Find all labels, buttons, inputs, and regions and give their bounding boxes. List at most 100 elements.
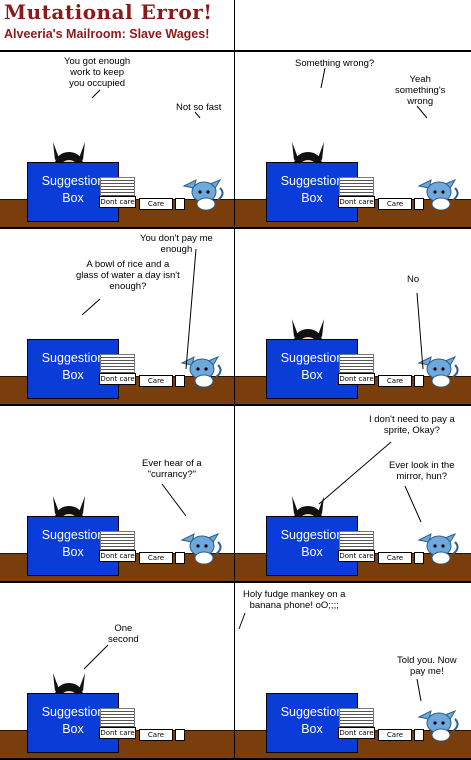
speech-text-2: Not so fast [176, 102, 221, 113]
speech-line: No [407, 274, 420, 285]
speech-line: Holy fudge mankey on a [243, 589, 346, 600]
speech-tail [83, 644, 109, 670]
suggestion-box-label: Suggestion [280, 705, 344, 719]
speech-line: Told you. Now [397, 655, 457, 666]
speech-line: work to keep [70, 67, 125, 78]
suggestion-box-label: Box [62, 722, 84, 736]
speech-tail [161, 483, 187, 517]
comic-subtitle: Alveeria's Mailroom: Slave Wages! [4, 27, 210, 41]
suggestion-box-label: Box [301, 722, 323, 736]
speech-tail [238, 612, 246, 630]
blank-button [175, 375, 185, 387]
speech-line: something's [395, 85, 446, 96]
vent-grille [339, 708, 374, 728]
speech-tail [416, 678, 422, 702]
speech-tail [81, 298, 101, 316]
vent-grille [339, 531, 374, 551]
blank-button [175, 552, 185, 564]
care-button: Care [378, 552, 412, 564]
speech-line: wrong [407, 96, 434, 107]
care-button: Care [139, 729, 173, 741]
care-button: Care [139, 198, 173, 210]
speech-line: sprite, Okay? [383, 425, 440, 436]
speech-line: A bowl of rice and a [86, 259, 170, 270]
suggestion-box-label: Box [62, 191, 84, 205]
vent-grille [100, 354, 135, 374]
character-cat [178, 351, 224, 391]
suggestion-box-label: Suggestion [41, 351, 105, 365]
speech-line: "currancy?" [147, 469, 197, 480]
blank-button [414, 552, 424, 564]
speech-line: you occupied [69, 78, 126, 89]
suggestion-box-label: Box [301, 545, 323, 559]
character-cat [180, 174, 226, 214]
character-cat [415, 351, 461, 391]
speech-line: I don't need to pay a [369, 414, 455, 425]
suggestion-box-label: Suggestion [280, 174, 344, 188]
dont-care-button: Dont care [338, 196, 375, 208]
speech-line: second [108, 634, 139, 645]
vent-grille [339, 177, 374, 197]
speech-line: glass of water a day isn't [76, 270, 180, 281]
suggestion-box-label: Suggestion [41, 174, 105, 188]
speech-line: enough [160, 244, 193, 255]
character-cat [415, 174, 461, 214]
suggestion-box-label: Suggestion [41, 528, 105, 542]
character-cat [178, 528, 224, 568]
comic-header: Mutational Error! Alveeria's Mailroom: S… [0, 0, 235, 52]
dont-care-button: Dont care [99, 196, 136, 208]
speech-text-2: Ever hear of a"currancy?" [142, 458, 202, 480]
blank-button [175, 729, 185, 741]
speech-line: Something wrong? [295, 58, 375, 69]
header-blank [235, 0, 471, 52]
speech-line: banana phone! oO;;;; [249, 600, 339, 611]
speech-tail [91, 89, 101, 99]
dont-care-button: Dont care [338, 550, 375, 562]
care-button: Care [378, 729, 412, 741]
care-button: Care [139, 552, 173, 564]
vent-grille [100, 177, 135, 197]
suggestion-box-label: Box [301, 368, 323, 382]
comic-title: Mutational Error! [4, 0, 213, 24]
dont-care-button: Dont care [99, 550, 136, 562]
speech-tail [320, 67, 326, 89]
speech-tail [416, 105, 428, 119]
speech-line: You got enough [64, 56, 131, 67]
speech-line: Ever look in the [389, 460, 455, 471]
vent-grille [100, 708, 135, 728]
speech-tail [404, 485, 422, 523]
suggestion-box-label: Suggestion [280, 528, 344, 542]
speech-line: You don't pay me [140, 233, 213, 244]
suggestion-box-label: Box [301, 191, 323, 205]
dont-care-button: Dont care [99, 727, 136, 739]
speech-text-2: No [407, 274, 419, 285]
character-cat [415, 528, 461, 568]
speech-line: Yeah [409, 74, 431, 85]
speech-line: mirror, hun? [396, 471, 448, 482]
suggestion-box-label: Box [62, 368, 84, 382]
dont-care-button: Dont care [338, 727, 375, 739]
blank-button [414, 729, 424, 741]
character-cat [415, 705, 461, 745]
blank-button [175, 198, 185, 210]
speech-line: One [114, 623, 133, 634]
vent-grille [339, 354, 374, 374]
blank-button [414, 375, 424, 387]
